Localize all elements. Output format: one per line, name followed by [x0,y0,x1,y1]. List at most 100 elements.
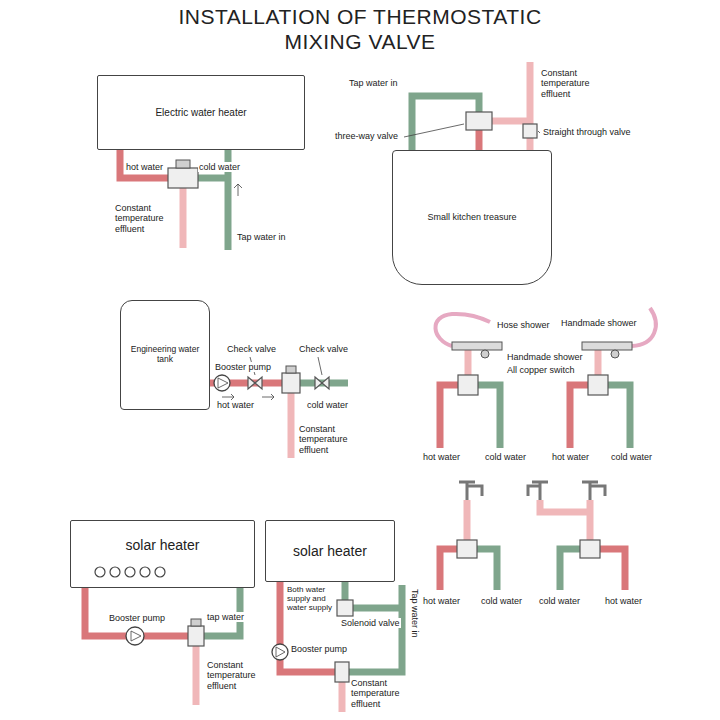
pipe-label: Booster pump [214,362,272,372]
pipe-label: Both water supply and water supply [286,585,336,613]
cold-pipe [353,605,402,612]
shower-bar [582,342,632,350]
box-label: Small kitchen treasure [427,212,516,222]
pipe-label: All copper switch [506,365,576,375]
pipe-label: three-way valve [334,131,399,141]
leader-line [218,378,228,388]
leader-line [538,131,540,133]
mixed-pipe [193,646,200,705]
box-label: Electric water heater [155,107,246,119]
mixed-pipe [464,500,471,540]
pipe-label: hot water [125,162,164,172]
valve-symbol [337,600,353,616]
leader-line [131,631,141,641]
pump-symbol [272,644,288,660]
collector-tube [110,567,120,577]
hot-pipe [600,549,625,590]
shower-bar [452,342,502,350]
pipe-label: hot water [604,596,643,606]
mixed-pipe [339,682,346,712]
cold-pipe [608,385,630,448]
box-label: solar heater [126,537,200,553]
pipe-label: Booster pump [290,644,348,654]
leader-line [404,124,464,137]
valve-handle [481,350,489,358]
valve-handle [176,160,190,168]
shower-hose [435,314,490,346]
valve-symbol [168,168,198,188]
heater-box: Small kitchen treasure [392,150,552,285]
cold-pipe [560,549,580,590]
cold-pipe [478,385,500,448]
box-label: Engineering water tank [127,345,203,365]
leader-line [276,647,285,657]
mixed-pipe [587,500,594,540]
collector-tube [155,567,165,577]
valve-symbol [457,540,477,558]
hot-pipe [120,150,168,178]
valve-handle [611,350,619,358]
heater-box: solar heater [70,520,255,588]
pump-symbol [126,627,144,645]
pipe-label: Straight through valve [542,127,632,137]
pipe-label: Check valve [298,344,349,354]
pipe-label: Constant temperature effluent [298,424,362,455]
pipe-label: cold water [538,596,581,606]
faucet-symbol [528,482,548,500]
mixed-pipe [180,188,187,248]
cold-pipe [477,549,497,590]
valve-symbol [458,375,478,395]
mixed-pipe [465,350,472,375]
pipe-label: Handmade shower [506,352,584,362]
mixed-pipe [595,350,602,375]
valve-symbol [282,373,300,393]
valve-symbol [523,124,537,138]
pipe-label: Tap water in [410,588,420,639]
pipe-label: hot water [551,452,590,462]
pipe-label: Constant temperature effluent [114,203,174,234]
faucet-symbol [582,482,605,500]
mixed-pipe [288,393,295,458]
hot-pipe [570,385,588,448]
pump-symbol [214,375,230,391]
pipe-label: Tap water in [348,78,399,88]
collector-tube [125,567,135,577]
title: INSTALLATION OF THERMOSTATIC MIXING VALV… [140,4,580,54]
heater-box: Engineering water tank [120,300,210,410]
heater-box: solar heater [265,520,395,582]
faucet-symbol [459,482,482,500]
pipe-label: cold water [306,400,349,410]
cold-pipe [198,175,228,182]
pipe-label: Handmade shower [560,318,638,328]
pipe-label: Tap water in [236,232,287,242]
pipe-label: hot water [422,596,461,606]
pipe-label: Solenoid valve [340,618,401,628]
pipe-label: hot water [216,400,255,410]
box-label: solar heater [293,543,367,559]
valve-symbol [248,377,262,389]
cold-pipe [349,585,402,672]
leader-line [234,184,242,196]
pipe-label: cold water [610,452,653,462]
pipe-label: cold water [198,162,241,172]
collector-tube [95,567,105,577]
valve-symbol [588,375,608,395]
pipe-label: hot water [422,452,461,462]
valve-handle [191,619,201,626]
pipe-label: cold water [484,452,527,462]
valve-handle [286,366,296,373]
hot-pipe [280,582,335,672]
collector-tube [140,567,150,577]
valve-symbol [335,662,349,682]
pipe-label: Constant temperature effluent [206,660,270,691]
mixed-pipe [540,500,590,512]
valve-symbol [580,540,600,558]
pipe-label: tap water [206,612,245,622]
valve-symbol [466,112,492,130]
hot-pipe [476,130,483,150]
pipe-label: Constant temperature effluent [540,68,612,99]
pipe-label: Hose shower [496,320,551,330]
